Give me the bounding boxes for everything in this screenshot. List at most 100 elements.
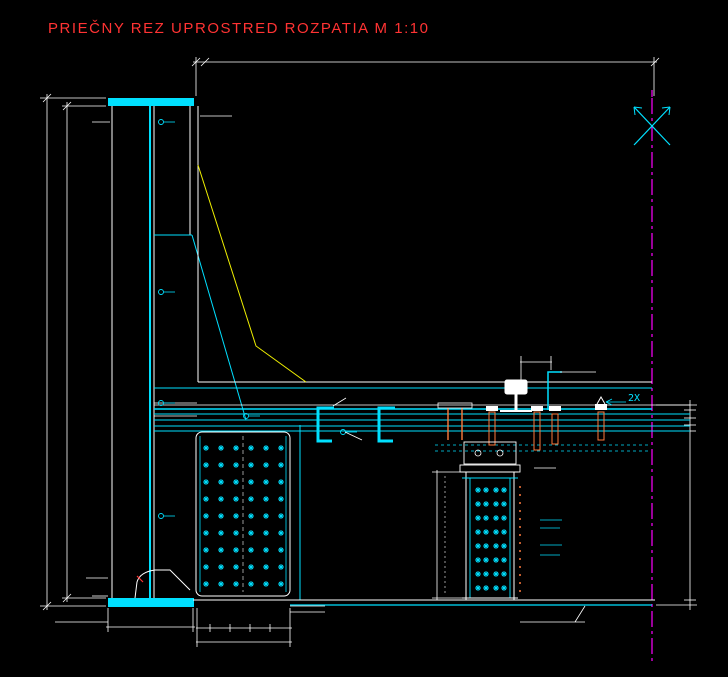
rail-head bbox=[504, 379, 528, 395]
axis-arrowhead bbox=[633, 106, 643, 109]
bolt bbox=[278, 479, 284, 485]
section-marker bbox=[158, 513, 164, 519]
bolted-splice-plate bbox=[195, 431, 291, 597]
guard-flag bbox=[547, 371, 562, 410]
bearing-box bbox=[463, 441, 517, 465]
anchor-sleeve bbox=[551, 413, 559, 445]
label-leader bbox=[574, 605, 586, 623]
bolt bbox=[263, 445, 269, 451]
bolt bbox=[278, 462, 284, 468]
bolt bbox=[483, 571, 489, 577]
multiplier-label: 2X bbox=[628, 393, 640, 404]
bolt bbox=[263, 530, 269, 536]
bolt bbox=[203, 564, 209, 570]
bolt bbox=[493, 515, 499, 521]
anchor-nut bbox=[486, 406, 498, 411]
centerline-axis bbox=[633, 90, 671, 662]
bolt bbox=[501, 585, 507, 591]
bolt bbox=[248, 513, 254, 519]
bolt bbox=[263, 496, 269, 502]
multiplier-arrowhead bbox=[605, 401, 613, 406]
bolt bbox=[218, 479, 224, 485]
bolt bbox=[218, 547, 224, 553]
bolt bbox=[233, 530, 239, 536]
bolt bbox=[493, 543, 499, 549]
bolt bbox=[483, 501, 489, 507]
bolt bbox=[278, 496, 284, 502]
bolt bbox=[278, 530, 284, 536]
z-profile-left bbox=[316, 406, 334, 443]
bolt bbox=[475, 487, 481, 493]
anchor-sleeve bbox=[488, 411, 496, 446]
bolt bbox=[218, 530, 224, 536]
bolt bbox=[501, 515, 507, 521]
bolt bbox=[263, 547, 269, 553]
beam-edge-dot bbox=[519, 502, 521, 504]
top-flange-plate bbox=[108, 98, 194, 106]
beam-edge-dot bbox=[519, 582, 521, 584]
axis-arrowhead bbox=[633, 106, 636, 116]
bolt bbox=[475, 501, 481, 507]
label-leader bbox=[344, 431, 363, 441]
bolt bbox=[493, 557, 499, 563]
bolt bbox=[233, 547, 239, 553]
bolt bbox=[248, 496, 254, 502]
multiplier-arrowhead bbox=[605, 398, 613, 403]
bolt bbox=[233, 462, 239, 468]
section-marker bbox=[158, 119, 164, 125]
bearing-bolt bbox=[474, 449, 482, 457]
bolt bbox=[493, 585, 499, 591]
bolt bbox=[263, 462, 269, 468]
beam-edge-dot bbox=[519, 590, 521, 592]
bolt bbox=[233, 513, 239, 519]
bolt bbox=[501, 557, 507, 563]
anchor-sleeve bbox=[597, 411, 605, 441]
beam-edge-dot bbox=[519, 566, 521, 568]
top-dimension-tick bbox=[200, 57, 210, 67]
beam-edge-dot bbox=[519, 550, 521, 552]
beam-edge-dot bbox=[519, 486, 521, 488]
left-inner-dimension-tick bbox=[62, 593, 72, 603]
bolt bbox=[218, 581, 224, 587]
bolt bbox=[475, 515, 481, 521]
bearing-bolt bbox=[496, 449, 504, 457]
bolt bbox=[483, 557, 489, 563]
bolt bbox=[483, 543, 489, 549]
splice-plate-outline bbox=[195, 431, 291, 597]
bolt bbox=[278, 547, 284, 553]
bolt bbox=[263, 513, 269, 519]
bolt bbox=[493, 529, 499, 535]
bolt bbox=[475, 585, 481, 591]
axis-arrowhead bbox=[661, 106, 671, 109]
bolt bbox=[248, 564, 254, 570]
bolt bbox=[203, 479, 209, 485]
bolt bbox=[483, 585, 489, 591]
section-marker bbox=[243, 413, 249, 419]
bolt bbox=[233, 581, 239, 587]
bolt bbox=[263, 564, 269, 570]
beam-edge-dot bbox=[519, 558, 521, 560]
bolt bbox=[218, 513, 224, 519]
anchor-sleeve bbox=[533, 411, 541, 451]
bolt bbox=[203, 496, 209, 502]
bolt bbox=[278, 581, 284, 587]
bolt bbox=[483, 529, 489, 535]
bolt bbox=[233, 445, 239, 451]
bolt bbox=[248, 462, 254, 468]
leader-marks bbox=[55, 115, 596, 623]
bolt bbox=[233, 496, 239, 502]
bolt bbox=[263, 479, 269, 485]
left-inner-dimension-tick bbox=[62, 101, 72, 111]
beam-edge-dot bbox=[519, 526, 521, 528]
top-dimension-tick bbox=[650, 57, 660, 67]
section-marker bbox=[158, 289, 164, 295]
bolt bbox=[233, 564, 239, 570]
hint-line bbox=[197, 164, 307, 383]
bolt bbox=[475, 529, 481, 535]
bolt bbox=[475, 571, 481, 577]
stiffener-diagonal bbox=[191, 234, 247, 421]
bolt bbox=[233, 479, 239, 485]
bolt bbox=[278, 445, 284, 451]
deck-clamp bbox=[437, 402, 473, 409]
